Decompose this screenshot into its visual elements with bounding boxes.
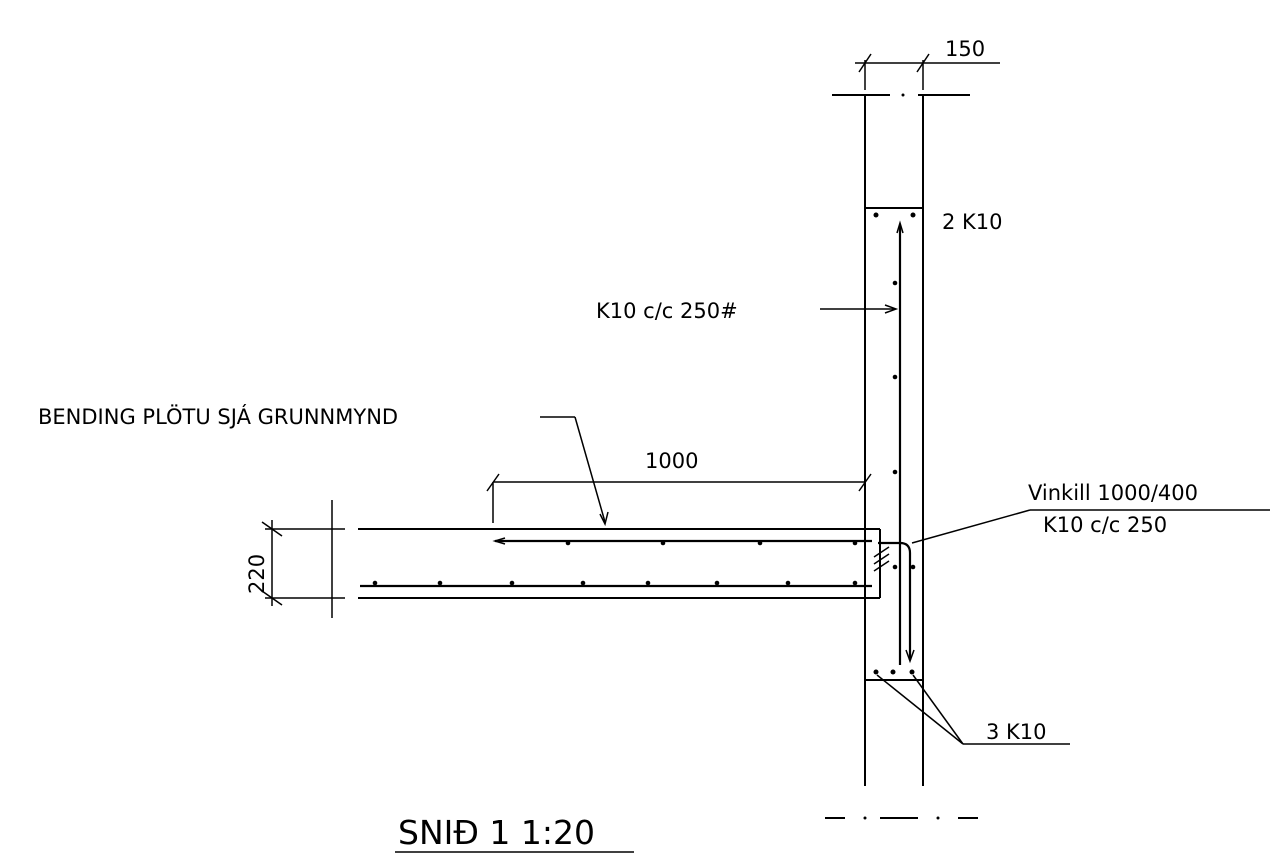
angle-bar-spacing-label: K10 c/c 250 [1043,513,1167,537]
angle-bar-label: Vinkill 1000/400 [1028,481,1198,505]
bottom-bars-label: 3 K10 [986,720,1047,744]
wall-reinforcement [873,212,916,675]
slab-thickness-label: 220 [245,554,269,594]
section-title: SNIÐ 1 1:20 [398,813,595,852]
angle-bar-leader [911,509,1270,544]
wall-width-dimension [855,53,1000,90]
top-bars-label: 2 K10 [942,210,1003,234]
slab-thickness-dimension [261,500,345,618]
wall-mesh-leader [820,304,899,314]
anchorage-length-label: 1000 [645,449,698,473]
slab-reinforcement-note: BENDING PLÖTU SJÁ GRUNNMYND [38,404,398,429]
wall [825,93,978,820]
slab-note-leader [540,416,609,527]
wall-width-label: 150 [945,37,985,61]
bottom-bars-leader [876,674,1070,745]
slab-bar-dots [372,540,858,586]
wall-mesh-label: K10 c/c 250# [596,299,738,323]
anchorage-dimension [486,473,872,523]
slab [358,528,881,599]
